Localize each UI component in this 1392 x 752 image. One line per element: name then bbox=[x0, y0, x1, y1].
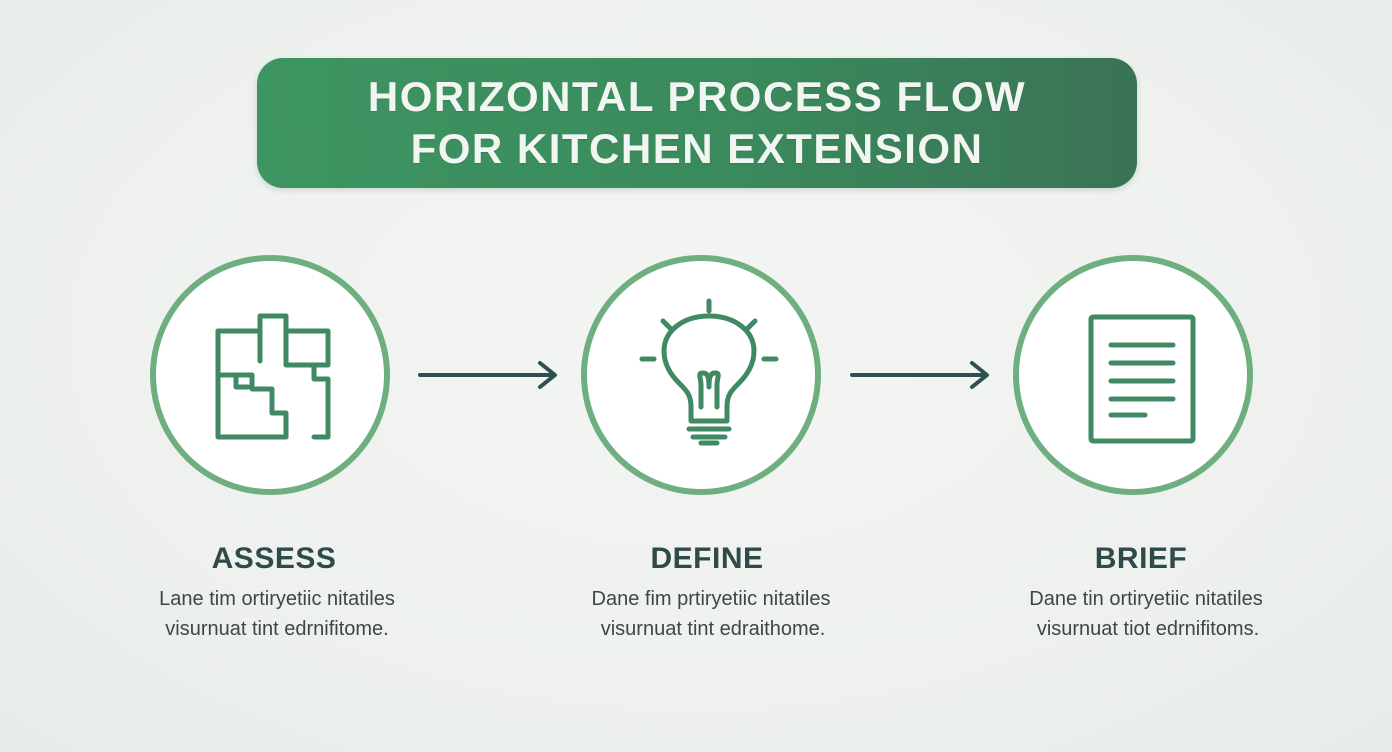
step-1-circle bbox=[150, 255, 390, 495]
step-1-title: ASSESS bbox=[211, 542, 337, 575]
lightbulb-icon bbox=[639, 298, 779, 446]
step-3-description-line-2: visurnuat tiot edrnifitoms. bbox=[1036, 618, 1260, 640]
step-2-title: DEFINE bbox=[650, 542, 764, 575]
document-icon bbox=[1088, 314, 1196, 444]
step-3-description-line-1: Dane tin ortiryetiic nitatiles bbox=[1029, 588, 1263, 610]
step-2-description-line-2: visurnuat tint edraithome. bbox=[600, 618, 826, 640]
step-3-circle bbox=[1013, 255, 1253, 495]
step-2-description-line-1: Dane fim prtiryetiic nitatiles bbox=[591, 588, 831, 610]
title-line-2: FOR KITCHEN EXTENSION bbox=[410, 125, 984, 172]
step-1-description-line-1: Lane tim ortiryetiic nitatiles bbox=[159, 588, 395, 610]
arrow-1 bbox=[418, 361, 557, 389]
step-2-circle bbox=[581, 255, 821, 495]
step-1-description-line-2: visurnuat tint edrnifitome. bbox=[165, 618, 389, 640]
title-line-1: HORIZONTAL PROCESS FLOW bbox=[367, 73, 1027, 120]
title-banner: HORIZONTAL PROCESS FLOW FOR KITCHEN EXTE… bbox=[257, 58, 1137, 188]
step-3-title: BRIEF bbox=[1094, 542, 1188, 575]
floor-plan-icon bbox=[215, 313, 331, 440]
arrow-2 bbox=[850, 361, 989, 389]
